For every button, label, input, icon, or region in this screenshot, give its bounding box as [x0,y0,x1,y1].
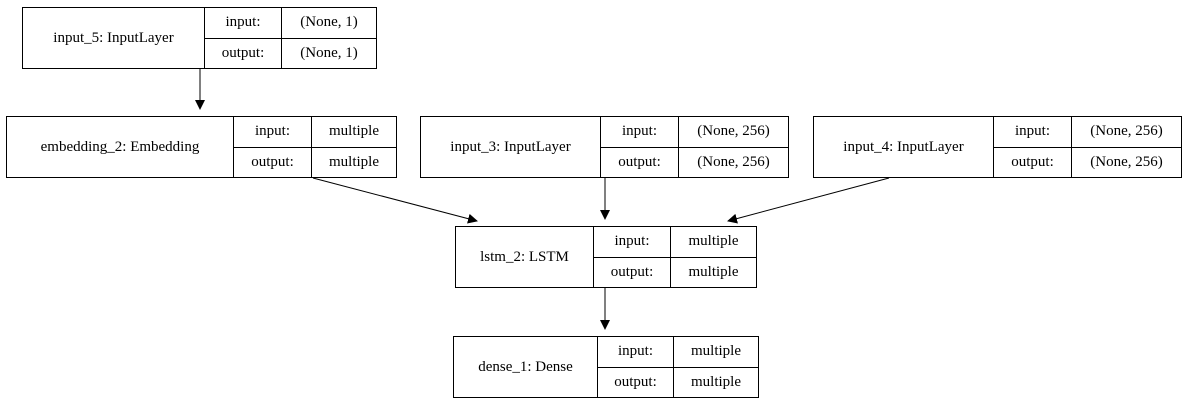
output-shape: multiple [688,263,739,280]
output-shape: (None, 256) [697,153,770,170]
input-shape: (None, 256) [1090,123,1163,140]
input-label: input: [601,117,679,147]
layer-name: embedding_2: Embedding [7,117,234,177]
output-label: output: [234,147,312,177]
input-label: input: [594,227,671,257]
input-shape: multiple [688,233,739,250]
output-shape: multiple [691,373,741,390]
input-shape: (None, 1) [300,14,358,31]
layer-name: input_3: InputLayer [421,117,601,177]
layer-name: input_5: InputLayer [23,8,205,68]
output-shape: multiple [329,153,379,170]
output-shape: (None, 256) [1090,153,1163,170]
output-label: output: [205,38,282,68]
node-dense_1: dense_1: Dense input: multiple output: m… [453,336,759,398]
input-shape: multiple [691,343,741,360]
input-label: input: [205,8,282,38]
input-label: input: [234,117,312,147]
layer-name: input_4: InputLayer [814,117,994,177]
node-input_5: input_5: InputLayer input: (None, 1) out… [22,7,377,69]
layer-name: lstm_2: LSTM [456,227,594,287]
input-shape: multiple [329,123,379,140]
output-shape: (None, 1) [300,44,358,61]
node-input_4: input_4: InputLayer input: (None, 256) o… [813,116,1182,178]
node-lstm_2: lstm_2: LSTM input: multiple output: mul… [455,226,757,288]
node-input_3: input_3: InputLayer input: (None, 256) o… [420,116,789,178]
edge-input4-lstm2 [727,177,890,224]
output-label: output: [594,257,671,287]
input-label: input: [598,337,674,367]
input-label: input: [994,117,1072,147]
edge-embedding2-lstm2 [312,177,478,224]
output-label: output: [601,147,679,177]
node-embedding_2: embedding_2: Embedding input: multiple o… [6,116,397,178]
layer-name: dense_1: Dense [454,337,598,397]
output-label: output: [598,367,674,397]
input-shape: (None, 256) [697,123,770,140]
output-label: output: [994,147,1072,177]
